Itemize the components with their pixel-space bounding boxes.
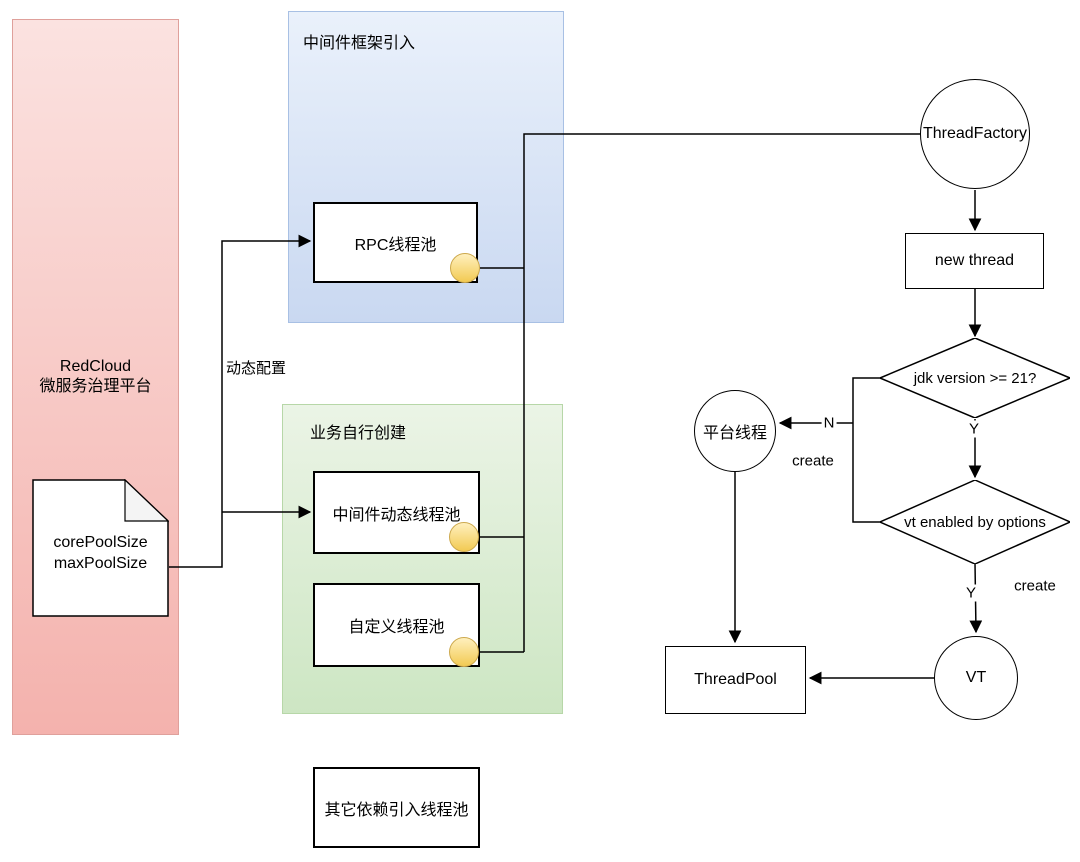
custom-pool-monitor-dot-icon: [449, 637, 479, 667]
note-shape-outline: [32, 479, 169, 617]
rpc-pool-label: RPC线程池: [354, 236, 437, 254]
note-line-maxpoolsize: maxPoolSize: [53, 555, 148, 572]
platform-thread-label: 平台线程: [702, 425, 767, 442]
thread-pool-node: ThreadPool: [665, 646, 806, 714]
middleware-dynamic-pool-label: 中间件动态线程池: [332, 506, 461, 524]
custom-pool-label: 自定义线程池: [348, 619, 445, 636]
platform-thread-node: 平台线程: [694, 390, 776, 472]
diamond-shape: [880, 338, 1070, 418]
connector-diamond-left-rail: [852, 377, 881, 523]
other-dependency-pool-node: 其它依赖引入线程池: [313, 767, 480, 848]
jdk-no-edge-label: N: [821, 414, 837, 432]
thread-factory-node: ThreadFactory: [920, 79, 1030, 189]
thread-pool-label: ThreadPool: [694, 671, 777, 688]
vt-enabled-check-label: vt enabled by options: [904, 513, 1046, 531]
vt-yes-edge-label: Y: [963, 584, 979, 602]
vt-node: VT: [934, 636, 1018, 720]
rpc-pool-monitor-dot-icon: [450, 253, 480, 283]
business-created-panel-title: 业务自行创建: [310, 425, 407, 442]
note-line-corepoolsize: corePoolSize: [53, 534, 148, 551]
middleware-framework-panel-title: 中间件框架引入: [303, 35, 416, 52]
other-dependency-pool-label: 其它依赖引入线程池: [324, 801, 469, 819]
middleware-dynamic-pool-monitor-dot-icon: [449, 522, 479, 552]
thread-factory-label: ThreadFactory: [922, 125, 1028, 142]
new-thread-node: new thread: [905, 233, 1044, 289]
diamond-shape: [880, 480, 1070, 564]
create-platform-edge-label: create: [792, 452, 834, 470]
pool-config-note: corePoolSize maxPoolSize: [32, 479, 169, 617]
jdk-yes-edge-label: Y: [966, 420, 982, 438]
vt-enabled-check-node: vt enabled by options: [880, 480, 1070, 564]
platform-panel: RedCloud 微服务治理平台: [12, 19, 179, 735]
platform-panel-title-line2: 微服务治理平台: [39, 378, 152, 395]
platform-panel-title-line1: RedCloud: [59, 358, 132, 375]
create-vt-edge-label: create: [1014, 577, 1056, 595]
business-created-panel: [282, 404, 563, 714]
jdk-version-check-node: jdk version >= 21?: [880, 338, 1070, 418]
dynamic-config-edge-label: 动态配置: [226, 360, 287, 377]
jdk-version-check-label: jdk version >= 21?: [913, 369, 1037, 387]
vt-label: VT: [965, 669, 987, 686]
new-thread-label: new thread: [934, 252, 1015, 269]
